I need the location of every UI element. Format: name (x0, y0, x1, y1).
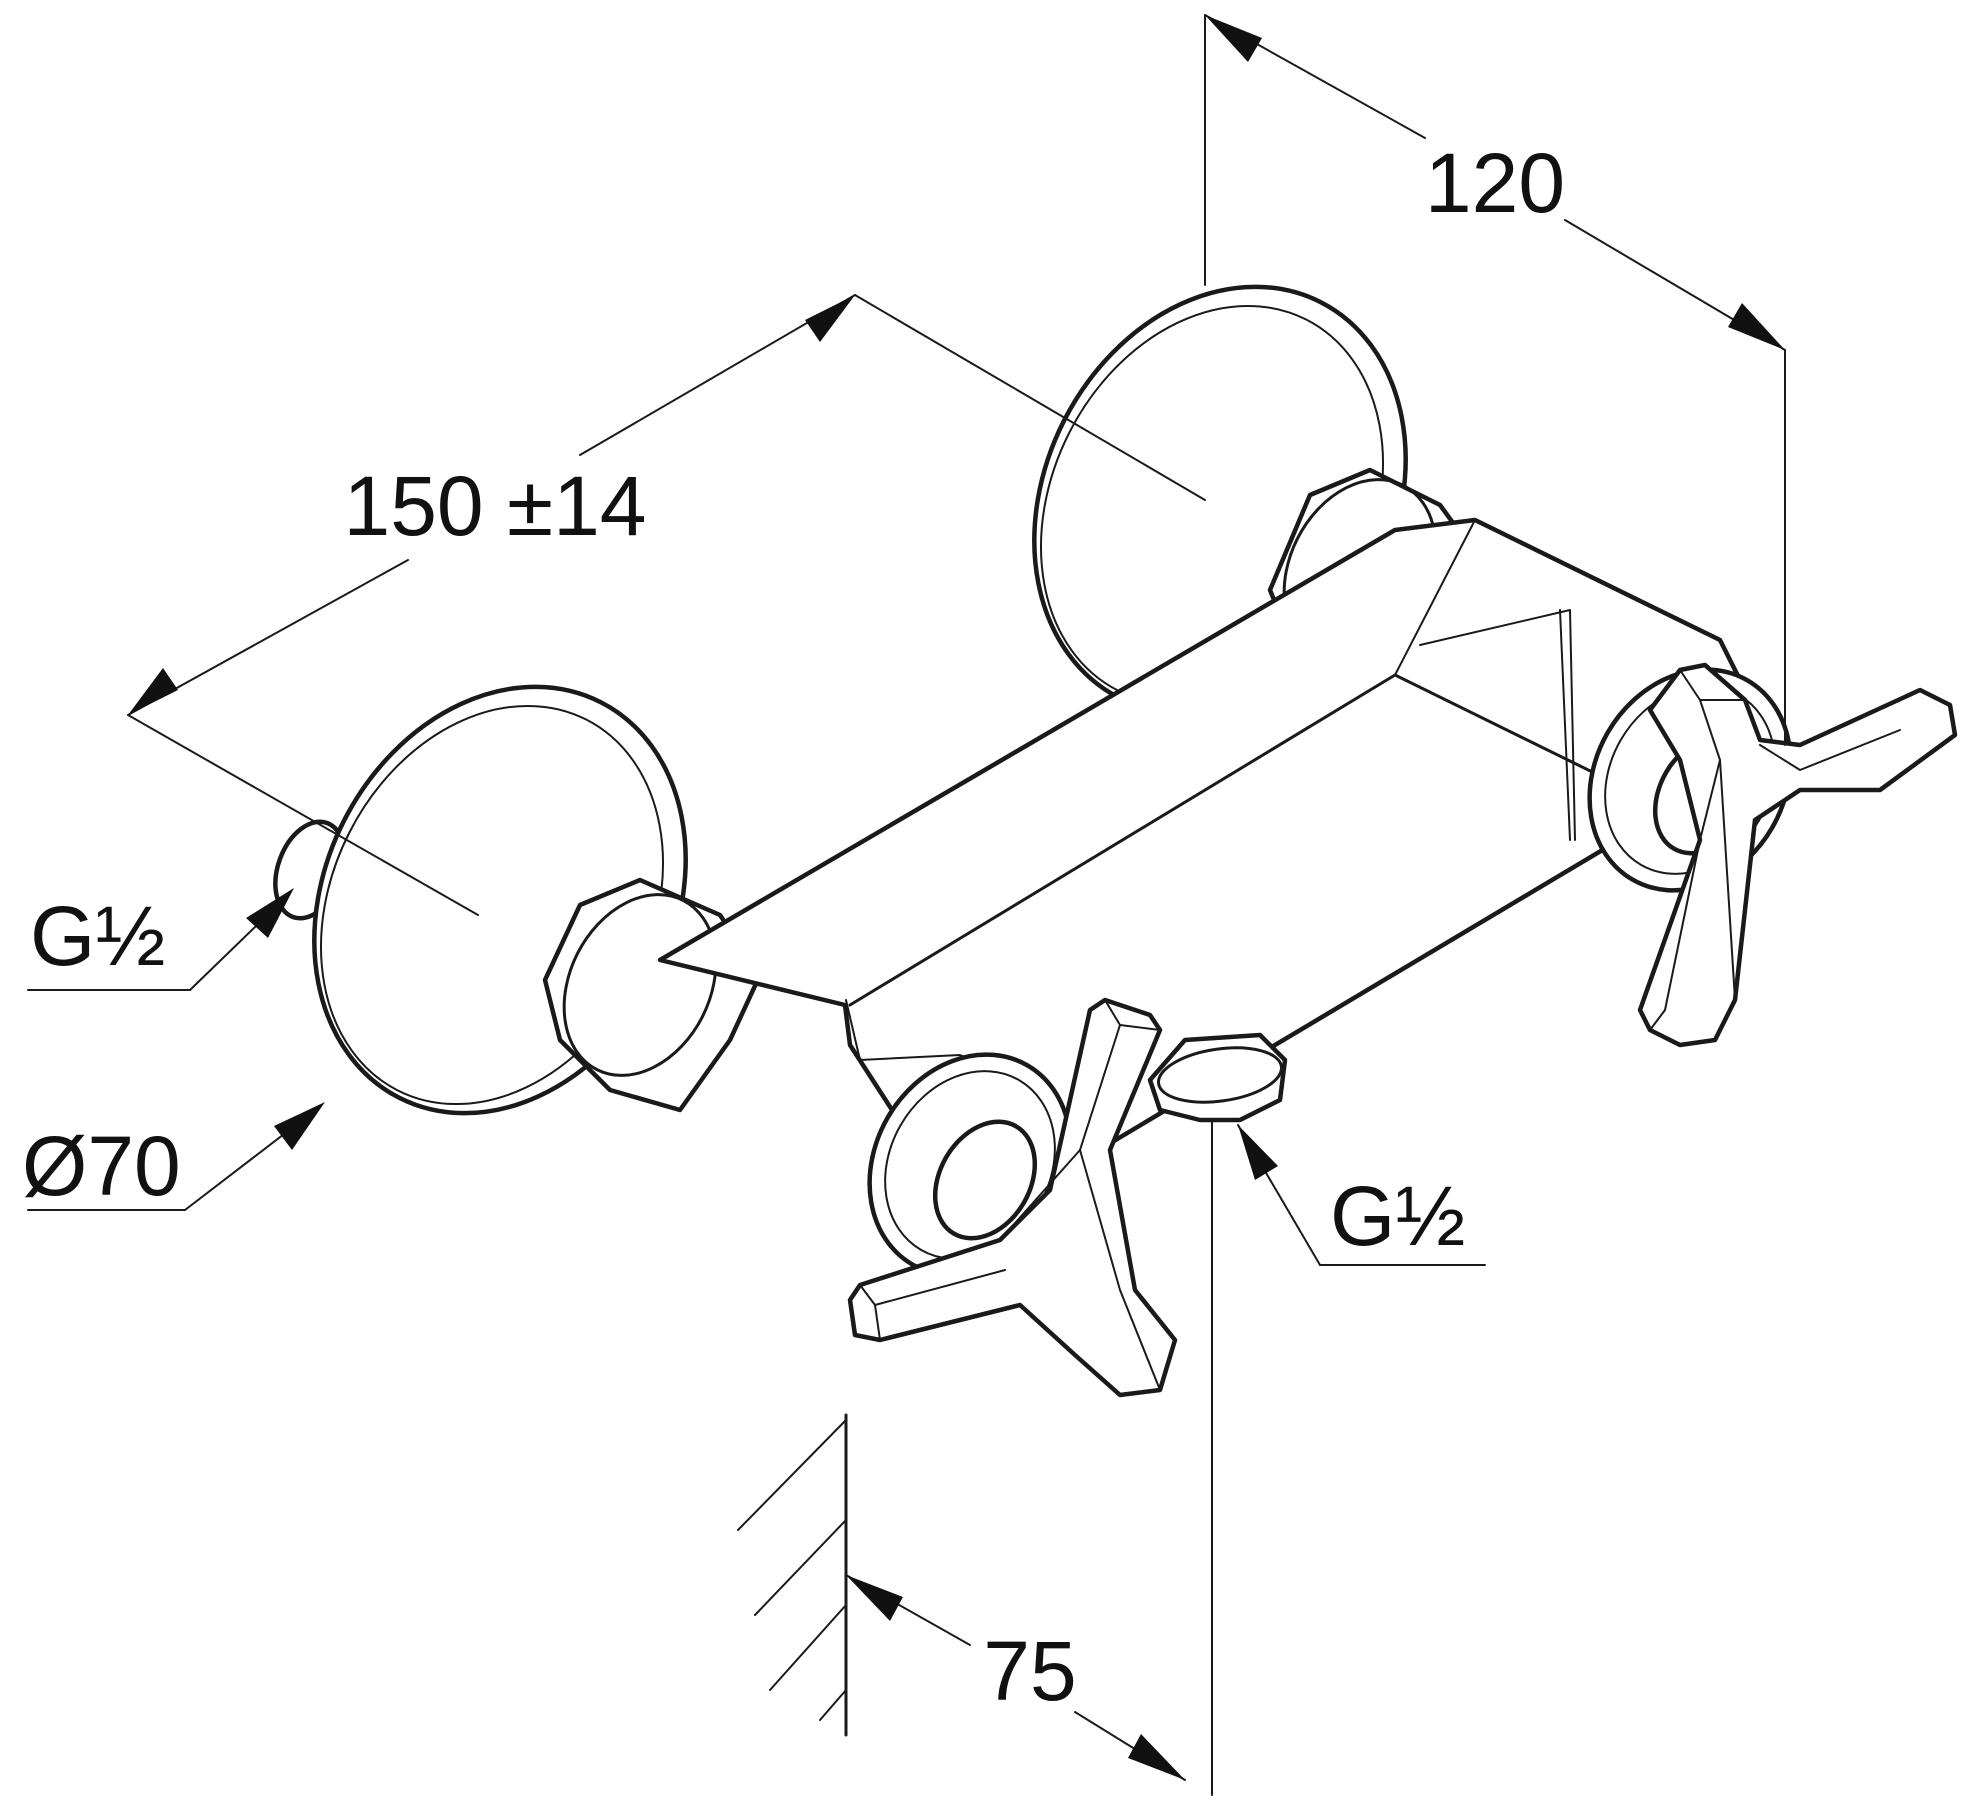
outlet-connector (1147, 1032, 1288, 1123)
arrow-head (128, 668, 178, 715)
wall-hatching (737, 1413, 848, 1737)
arrow-head (246, 888, 294, 938)
front-cross-handle (847, 997, 1178, 1398)
outlet-thread-label: G½ (1330, 1169, 1465, 1263)
leader-rosette-diameter (27, 1102, 325, 1211)
arrow-head (1728, 303, 1785, 350)
back-cross-handle (1637, 662, 1958, 1048)
arrow-head (846, 1575, 903, 1621)
dimension-depth (1204, 14, 1786, 746)
arrow-head (805, 295, 855, 342)
arrow-head (1128, 1734, 1185, 1780)
leader-outlet-thread (1237, 1124, 1486, 1266)
leader-inlet-thread (27, 888, 294, 991)
dimension-width (127, 294, 1206, 916)
dimension-depth-label: 120 (1425, 136, 1565, 230)
inlet-thread-label: G½ (30, 889, 165, 983)
wall-offset-label: 75 (983, 1624, 1076, 1718)
arrow-head (274, 1102, 325, 1150)
arrow-head (1205, 15, 1262, 62)
arrow-head (1238, 1125, 1278, 1180)
dimension-wall-offset (845, 1119, 1213, 1796)
dimension-width-label: 150 ±14 (343, 459, 646, 553)
rosette-diameter-label: Ø70 (22, 1119, 181, 1213)
